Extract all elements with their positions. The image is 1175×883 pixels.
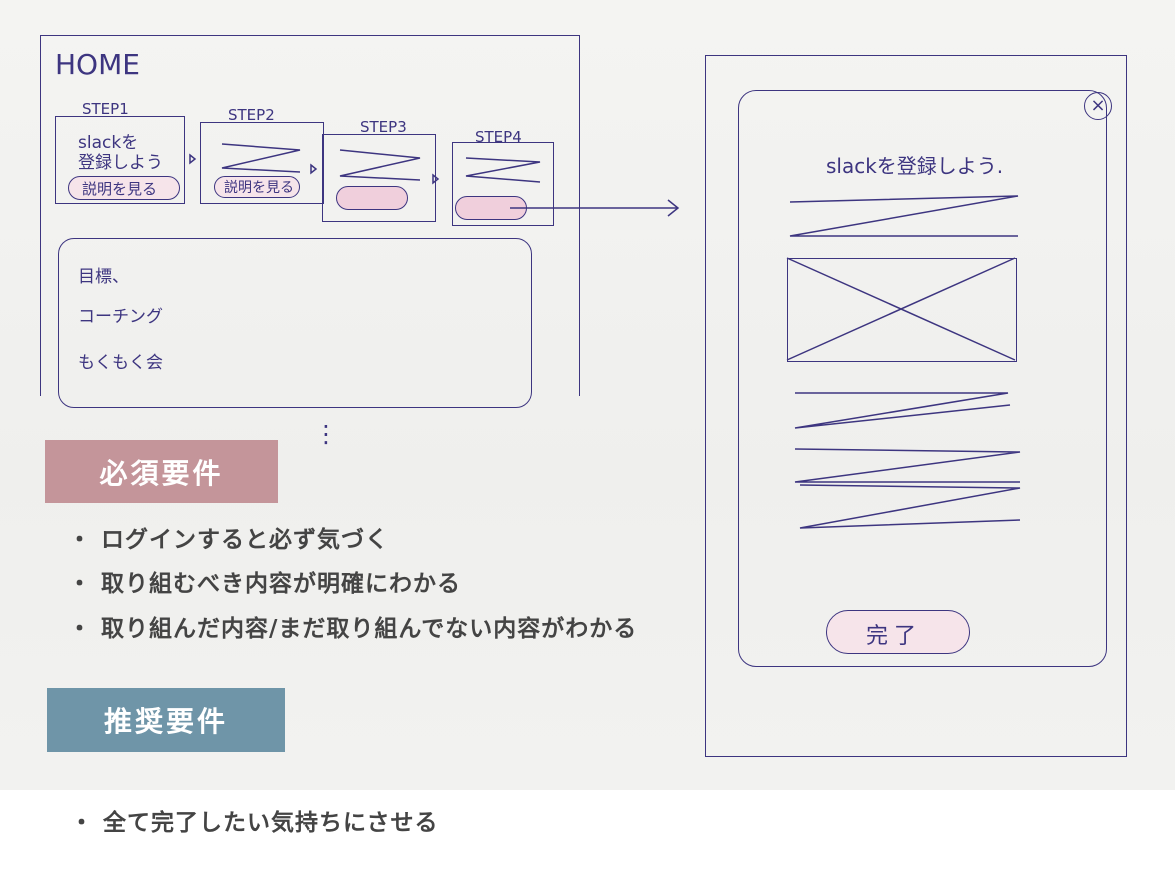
scroll-ellipsis: ⋮ (314, 420, 338, 448)
required-heading: 必須要件 (45, 440, 278, 503)
complete-label: 完了 (866, 624, 923, 649)
required-item: ・ 取り組むべき内容が明確にわかる (68, 564, 461, 598)
home-title: HOME (55, 48, 140, 81)
step1-explain-button[interactable] (68, 176, 180, 200)
bullet-mark: ・ (68, 571, 92, 597)
modal-frame (705, 55, 1127, 757)
zigzag-step4 (465, 157, 541, 183)
bottom-strip (0, 790, 1175, 883)
step2-label: STEP2 (228, 106, 275, 124)
text-lines-top (789, 195, 1019, 237)
recommended-item-text: 全て完了したい気持ちにさせる (103, 810, 439, 836)
step3-card[interactable] (322, 134, 436, 222)
bullet-mark: ・ (68, 527, 92, 553)
text-lines-bottom (799, 484, 1021, 529)
arrow-2 (310, 163, 318, 175)
required-item-text: 取り組むべき内容が明確にわかる (101, 571, 462, 597)
info-item-mokumoku: もくもく会 (78, 353, 163, 373)
required-item: ・ 取り組んだ内容/まだ取り組んでない内容がわかる (68, 609, 637, 643)
bullet-mark: ・ (70, 810, 94, 836)
step4-card[interactable] (452, 142, 554, 226)
home-frame (40, 35, 580, 396)
required-item-text: ログインすると必ず気づく (101, 527, 390, 553)
step2-explain-button[interactable] (214, 176, 300, 198)
sketch-paper (0, 0, 1175, 790)
step2-explain-label: 説明を見る (224, 180, 294, 196)
image-x (786, 257, 1016, 361)
info-item-goal: 目標、 (78, 267, 129, 287)
complete-button[interactable] (826, 610, 970, 654)
bullet-mark: ・ (68, 616, 92, 642)
step1-text2: 登録しよう (78, 153, 163, 173)
image-placeholder (787, 258, 1017, 362)
modal-title: slackを登録しよう. (826, 154, 1004, 178)
step1-card[interactable] (55, 116, 185, 204)
recommended-item: ・ 全て完了したい気持ちにさせる (70, 803, 439, 837)
zigzag-step3 (339, 149, 421, 181)
step2-card[interactable] (200, 122, 324, 204)
connector-arrow (510, 199, 680, 217)
required-item: ・ ログインすると必ず気づく (68, 520, 389, 554)
modal-dialog (738, 90, 1107, 667)
step1-label: STEP1 (82, 100, 129, 118)
required-item-text: 取り組んだ内容/まだ取り組んでない内容がわかる (101, 616, 638, 642)
zigzag-step2 (221, 143, 301, 173)
step1-text: slackを (78, 133, 139, 153)
arrow-1 (189, 153, 197, 165)
text-lines-mid (794, 392, 1021, 483)
sketch-lines (189, 143, 1021, 529)
info-item-coaching: コーチング (78, 307, 163, 327)
close-icon[interactable]: × (1084, 92, 1112, 120)
recommended-heading: 推奨要件 (47, 688, 285, 752)
arrow-3 (432, 173, 440, 185)
step4-label: STEP4 (475, 128, 522, 146)
step3-label: STEP3 (360, 118, 407, 136)
step1-explain-label: 説明を見る (82, 180, 158, 198)
step3-button[interactable] (336, 186, 408, 210)
info-box (58, 238, 532, 408)
